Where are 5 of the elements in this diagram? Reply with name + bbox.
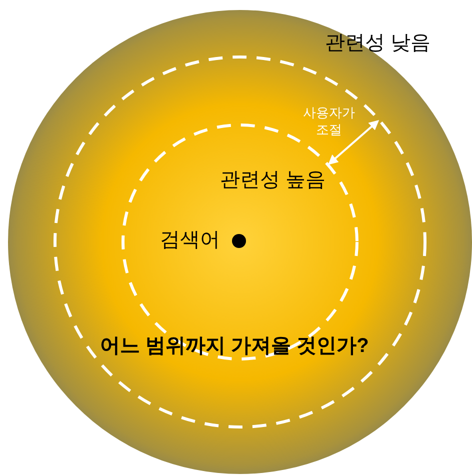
node-caption: 검색어: [160, 230, 220, 250]
question-text: 어느 범위까지 가져올 것인가?: [100, 336, 369, 356]
edge-label: 사용자가 조절: [302, 104, 356, 138]
double-arrow: [328, 120, 380, 165]
region-label: 관련성 높음: [220, 170, 326, 190]
